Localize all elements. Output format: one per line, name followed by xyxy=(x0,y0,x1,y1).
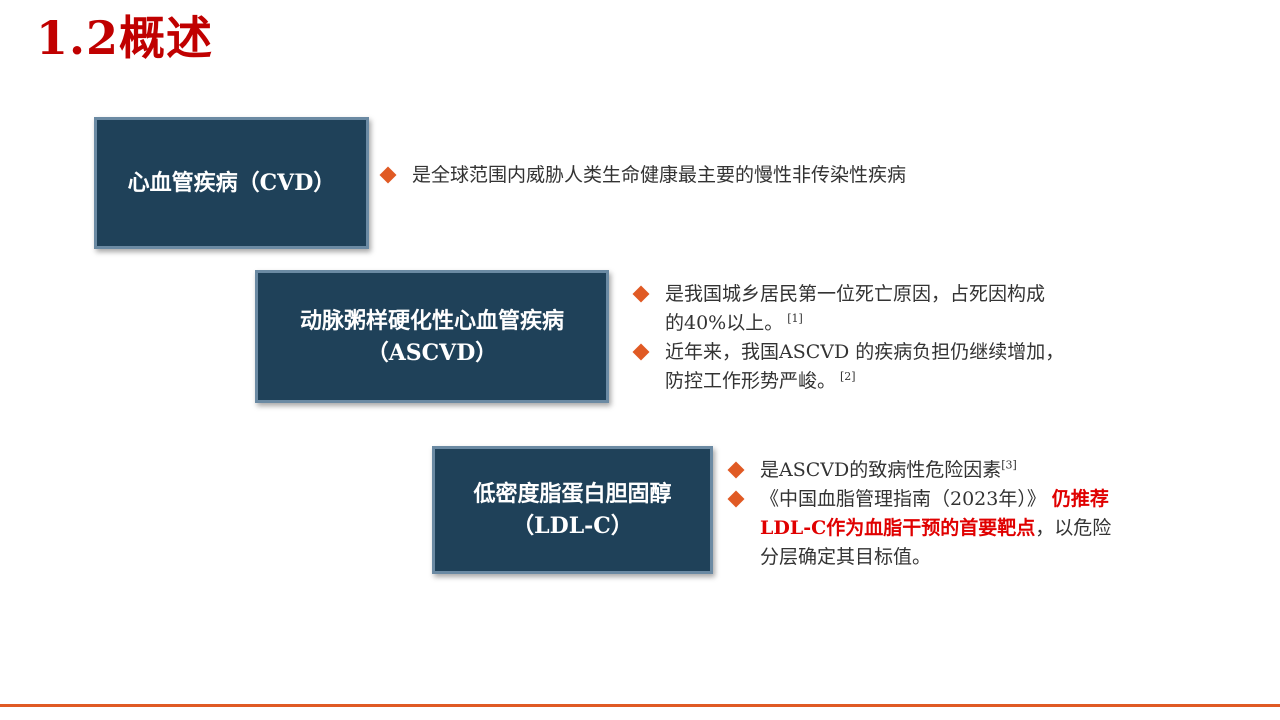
bullet-text: 是全球范围内威胁人类生命健康最主要的慢性非传染性疾病 xyxy=(412,164,907,186)
bullet-text-line1: 是我国城乡居民第一位死亡原因，占死因构成 xyxy=(665,283,1046,305)
highlight-text-2: LDL-C作为血脂干预的首要靶点 xyxy=(760,517,1036,539)
list-item: 是我国城乡居民第一位死亡原因，占死因构成 的40%以上。[1] xyxy=(632,280,1064,338)
cvd-box: 心血管疾病（CVD） xyxy=(94,117,369,249)
cvd-box-label: 心血管疾病（CVD） xyxy=(127,170,336,196)
ascvd-box: 动脉粥样硬化性心血管疾病 （ASCVD） xyxy=(255,270,609,403)
bullet-text-part2: ，以危险 xyxy=(1035,517,1112,539)
diamond-bullet-icon xyxy=(632,343,650,361)
diamond-bullet-icon xyxy=(632,285,650,303)
list-item: 是全球范围内威胁人类生命健康最主要的慢性非传染性疾病 xyxy=(379,161,907,190)
ldl-box-label-line2: （LDL-C） xyxy=(512,513,633,539)
diamond-bullet-icon xyxy=(727,490,745,508)
ascvd-box-label-line1: 动脉粥样硬化性心血管疾病 xyxy=(299,307,564,334)
highlight-text-1: 仍推荐 xyxy=(1051,488,1109,510)
citation-ref: [1] xyxy=(787,311,803,325)
bullet-text-line2: 的40%以上。 xyxy=(665,312,784,334)
bullet-text-line2: 防控工作形势严峻。 xyxy=(665,370,837,392)
list-item: 是ASCVD的致病性危险因素[3] xyxy=(727,456,1111,485)
ascvd-bullet-list: 是我国城乡居民第一位死亡原因，占死因构成 的40%以上。[1] 近年来，我国AS… xyxy=(632,280,1065,396)
ldl-box: 低密度脂蛋白胆固醇 （LDL-C） xyxy=(432,446,713,574)
slide-title: 1.2概述 xyxy=(36,11,214,65)
citation-ref: [2] xyxy=(840,369,856,383)
list-item: 《中国血脂管理指南（2023年）》 仍推荐 LDL-C作为血脂干预的首要靶点，以… xyxy=(727,485,1112,572)
ldl-box-label-line1: 低密度脂蛋白胆固醇 xyxy=(473,481,672,507)
diamond-bullet-icon xyxy=(379,166,397,184)
bullet-text-line3: 分层确定其目标值。 xyxy=(760,546,932,568)
diamond-bullet-icon xyxy=(727,461,745,479)
list-item: 近年来，我国ASCVD 的疾病负担仍继续增加， 防控工作形势严峻。[2] xyxy=(632,338,1065,396)
bottom-divider xyxy=(0,704,1280,707)
ascvd-box-label-line2: （ASCVD） xyxy=(366,339,498,366)
cvd-bullet-list: 是全球范围内威胁人类生命健康最主要的慢性非传染性疾病 xyxy=(379,161,907,190)
ldl-bullet-list: 是ASCVD的致病性危险因素[3] 《中国血脂管理指南（2023年）》 仍推荐 … xyxy=(727,456,1112,572)
bullet-text-line1: 近年来，我国ASCVD 的疾病负担仍继续增加， xyxy=(665,341,1065,363)
bullet-text: 是ASCVD的致病性危险因素 xyxy=(760,459,1002,481)
bullet-text-part1: 《中国血脂管理指南（2023年）》 xyxy=(760,488,1046,510)
citation-ref: [3] xyxy=(1001,458,1017,472)
